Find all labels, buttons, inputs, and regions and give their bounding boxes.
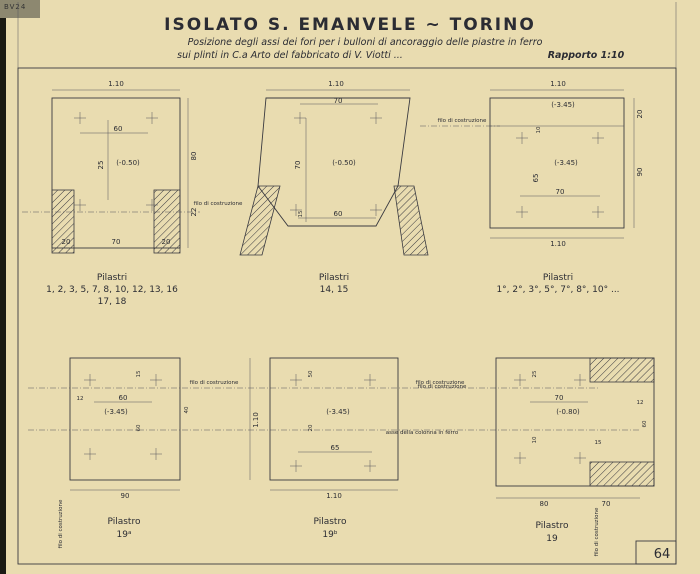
pillar-group-3: 1.10 filo di costruzione (-3.45) (-3.45)… xyxy=(438,80,644,295)
p6-h4-dim: 15 xyxy=(595,440,602,446)
p4-side-dim: 1.10 xyxy=(252,412,260,428)
p4-width-dim: 90 xyxy=(121,492,130,500)
p6-side-dim: 12 xyxy=(637,400,644,406)
p1-foot-left: 20 xyxy=(62,238,71,246)
p1-level: (-0.50) xyxy=(116,159,140,167)
p1-plinth-outline xyxy=(51,97,181,249)
pillar-group-5: (-3.45) 65 50 20 asse della colonna in f… xyxy=(269,357,465,540)
p1-list-1: 1, 2, 3, 5, 7, 8, 10, 12, 13, 16 xyxy=(46,285,178,295)
p5-axis-label: filo di costruzione xyxy=(416,380,465,386)
p5-plinth-outline xyxy=(269,357,399,481)
p2-level: (-0.50) xyxy=(332,159,356,167)
p3-h4-dim: 65 xyxy=(532,174,540,183)
p3-width-dim: 1.10 xyxy=(550,80,566,88)
p5-level: (-3.45) xyxy=(326,408,350,416)
p4-h3-dim: 60 xyxy=(136,424,142,431)
p2-small-dim: 15 xyxy=(298,210,304,217)
p3-axis-label: filo di costruzione xyxy=(438,118,487,124)
p6-hatch-bottom xyxy=(589,461,655,487)
p1-inner-dim: 60 xyxy=(114,125,123,133)
p1-width-dim: 1.10 xyxy=(108,80,124,88)
scale-ratio: Rapporto 1:10 xyxy=(548,50,625,61)
p3-list-1: 1°, 2°, 3°, 5°, 7°, 8°, 10° ... xyxy=(496,285,619,295)
p6-hatch-top xyxy=(589,357,655,383)
p4-label: Pilastro xyxy=(108,517,141,527)
p4-h2-dim: 40 xyxy=(184,406,190,413)
p3-h2-dim: 90 xyxy=(636,168,644,177)
p6-h1-dim: 25 xyxy=(532,370,538,377)
p6-level: (-0.80) xyxy=(556,408,580,416)
p2-label: Pilastri xyxy=(319,273,349,283)
p2-top-inner: 70 xyxy=(334,97,343,105)
page-number: 64 xyxy=(654,547,671,562)
p6-h3-dim: 10 xyxy=(532,436,538,443)
p3-h3-dim: 10 xyxy=(536,126,542,133)
p6-number: 19 xyxy=(546,534,558,544)
p3-level-top: (-3.45) xyxy=(551,101,575,109)
subtitle-line-2: sui plinti in C.a Arto del fabbricato di… xyxy=(177,50,403,61)
p6-h2-dim: 60 xyxy=(642,420,648,427)
p6-axis-label: filo di costruzione xyxy=(418,384,467,390)
p5-h1-dim: 50 xyxy=(308,370,314,377)
p6-label: Pilastro xyxy=(536,521,569,531)
p3-level-mid: (-3.45) xyxy=(554,159,578,167)
p4-h4-dim: 12 xyxy=(77,396,84,402)
archive-stamp: BV24 xyxy=(4,3,27,11)
p1-base-dim: 70 xyxy=(112,238,121,246)
p2-hatch-right xyxy=(393,185,429,256)
p3-plinth-outline xyxy=(489,97,625,229)
p1-foot-right: 20 xyxy=(162,238,171,246)
p1-list-2: 17, 18 xyxy=(98,297,127,307)
p4-inner-dim: 60 xyxy=(119,394,128,402)
p1-height-dim: 80 xyxy=(190,152,198,161)
p2-list-1: 14, 15 xyxy=(320,285,349,295)
pillar-group-4: 60 (-3.45) 12 15 60 40 1.10 filo di cost… xyxy=(58,357,260,548)
p3-inner-dim: 70 xyxy=(556,188,565,196)
p3-label: Pilastri xyxy=(543,273,573,283)
p4-axis-left: filo di costruzione xyxy=(58,499,64,548)
drawing-title: ISOLATO S. EMANVELE ~ TORINO xyxy=(164,15,536,35)
p2-bottom-dim: 60 xyxy=(334,210,343,218)
paper xyxy=(6,0,700,574)
p5-h2-dim: 20 xyxy=(308,424,314,431)
p4-axis-label: filo di costruzione xyxy=(190,380,239,386)
p1-hatch-left xyxy=(51,189,75,254)
p5-label: Pilastro xyxy=(314,517,347,527)
p3-h1-dim: 20 xyxy=(636,110,644,119)
p5-number: 19ᵇ xyxy=(322,530,337,540)
pillar-group-2: 1.10 70 70 15 (-0.50) 60 Pilastri 14, 15 xyxy=(239,80,429,295)
p4-h1-dim: 15 xyxy=(136,370,142,377)
pillar-group-1: 1.10 60 25 (-0.50) 80 22 filo di costruz… xyxy=(46,80,243,307)
p1-axis-label: filo di costruzione xyxy=(194,201,243,207)
pillar-group-6: 70 (-0.80) 12 25 10 60 15 filo di costru… xyxy=(418,357,655,556)
p1-side2-dim: 22 xyxy=(190,208,198,217)
p2-height-dim: 70 xyxy=(294,161,302,170)
p4-number: 19ᵃ xyxy=(117,530,132,540)
p6-width-right: 70 xyxy=(602,500,611,508)
p6-axis-right: filo di costruzione xyxy=(594,507,600,556)
archive-tape: BV24 xyxy=(0,0,40,18)
p2-hatch-left xyxy=(239,185,281,256)
p5-axis-mid: asse della colonna in ferro xyxy=(386,430,459,436)
p2-width-dim: 1.10 xyxy=(328,80,344,88)
p1-label: Pilastri xyxy=(97,273,127,283)
page-number-box xyxy=(635,540,677,565)
p5-width-dim: 1.10 xyxy=(326,492,342,500)
p4-level: (-3.45) xyxy=(104,408,128,416)
p6-plinth-outline xyxy=(495,357,655,487)
p1-hatch-right xyxy=(153,189,181,254)
p4-plinth-outline xyxy=(69,357,181,481)
sheet-border xyxy=(17,67,677,565)
subtitle-line-1: Posizione degli assi dei fori per i bull… xyxy=(188,37,543,48)
p6-inner-dim: 70 xyxy=(555,394,564,402)
p5-inner-dim: 65 xyxy=(331,444,340,452)
p3-bottom-width: 1.10 xyxy=(550,240,566,248)
p6-width-left: 80 xyxy=(540,500,549,508)
p1-side1-dim: 25 xyxy=(97,161,105,170)
